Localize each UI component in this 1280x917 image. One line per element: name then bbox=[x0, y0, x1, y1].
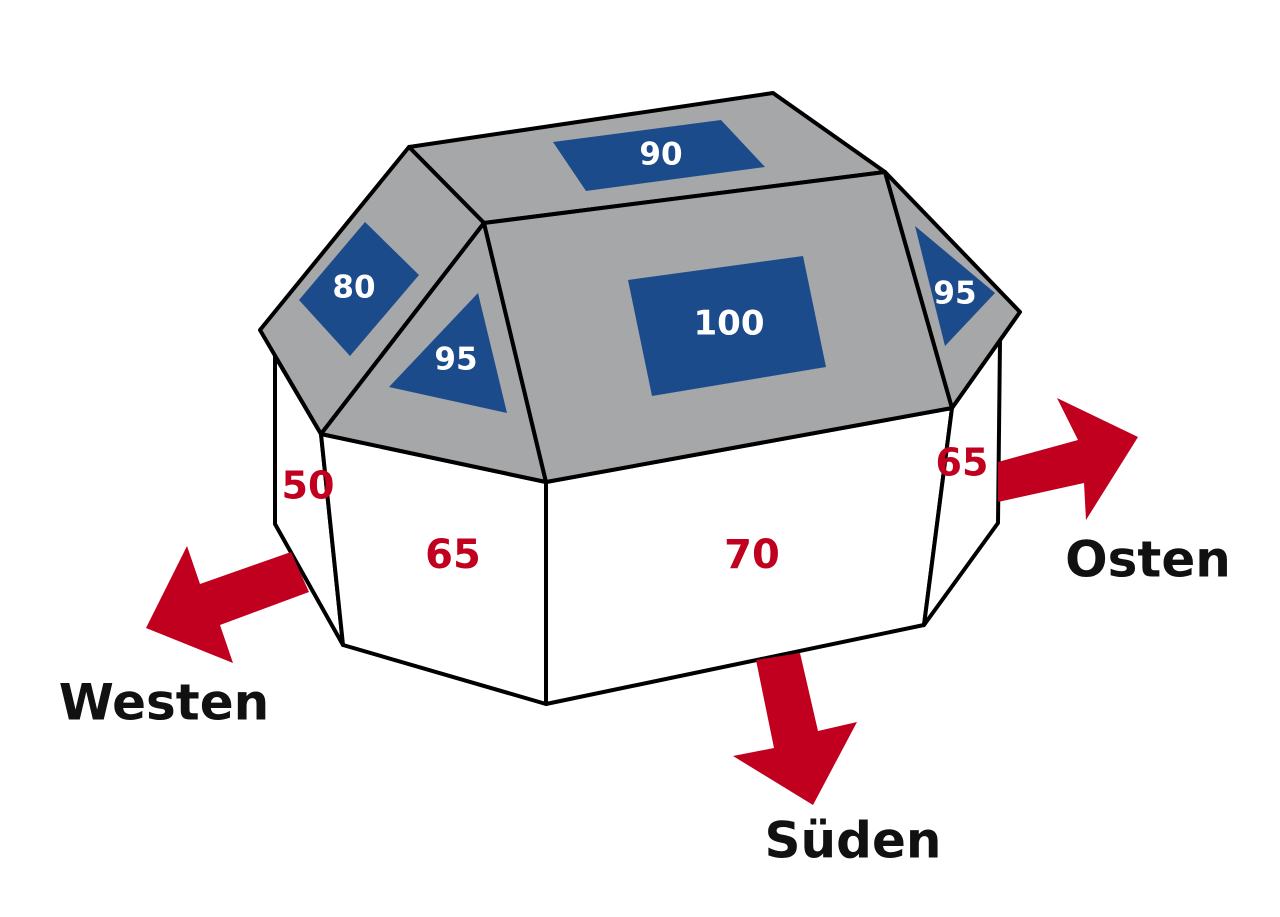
east-label: Osten bbox=[1065, 531, 1231, 589]
east-hip-panel-value: 95 bbox=[933, 276, 976, 312]
west-hip-panel-value: 95 bbox=[434, 342, 477, 378]
south-arrow bbox=[733, 653, 857, 805]
west-wall-value: 50 bbox=[282, 464, 335, 508]
north-solar-panel bbox=[553, 120, 765, 191]
north-panel-value: 90 bbox=[639, 137, 682, 173]
direction-labels: Westen Süden Osten bbox=[59, 531, 1231, 870]
wall-values: 50 65 70 65 bbox=[282, 441, 989, 579]
west-hip-solar-panel bbox=[389, 293, 507, 413]
west-upper-solar-panel bbox=[299, 222, 419, 356]
west-label: Westen bbox=[59, 674, 269, 732]
southwest-wall-value: 65 bbox=[425, 532, 481, 578]
south-wall-value: 70 bbox=[724, 532, 780, 578]
west-arrow bbox=[146, 546, 309, 663]
west-upper-panel-value: 80 bbox=[332, 270, 375, 306]
south-panel-value: 100 bbox=[694, 304, 765, 344]
east-hip-solar-panel bbox=[915, 226, 995, 346]
east-arrow bbox=[998, 398, 1138, 520]
walls bbox=[273, 338, 1002, 706]
solar-panels: 90 80 95 100 95 bbox=[299, 120, 995, 413]
south-solar-panel bbox=[628, 256, 826, 396]
south-label: Süden bbox=[765, 812, 942, 870]
east-wall-value: 65 bbox=[936, 441, 989, 485]
direction-arrows bbox=[146, 398, 1138, 805]
